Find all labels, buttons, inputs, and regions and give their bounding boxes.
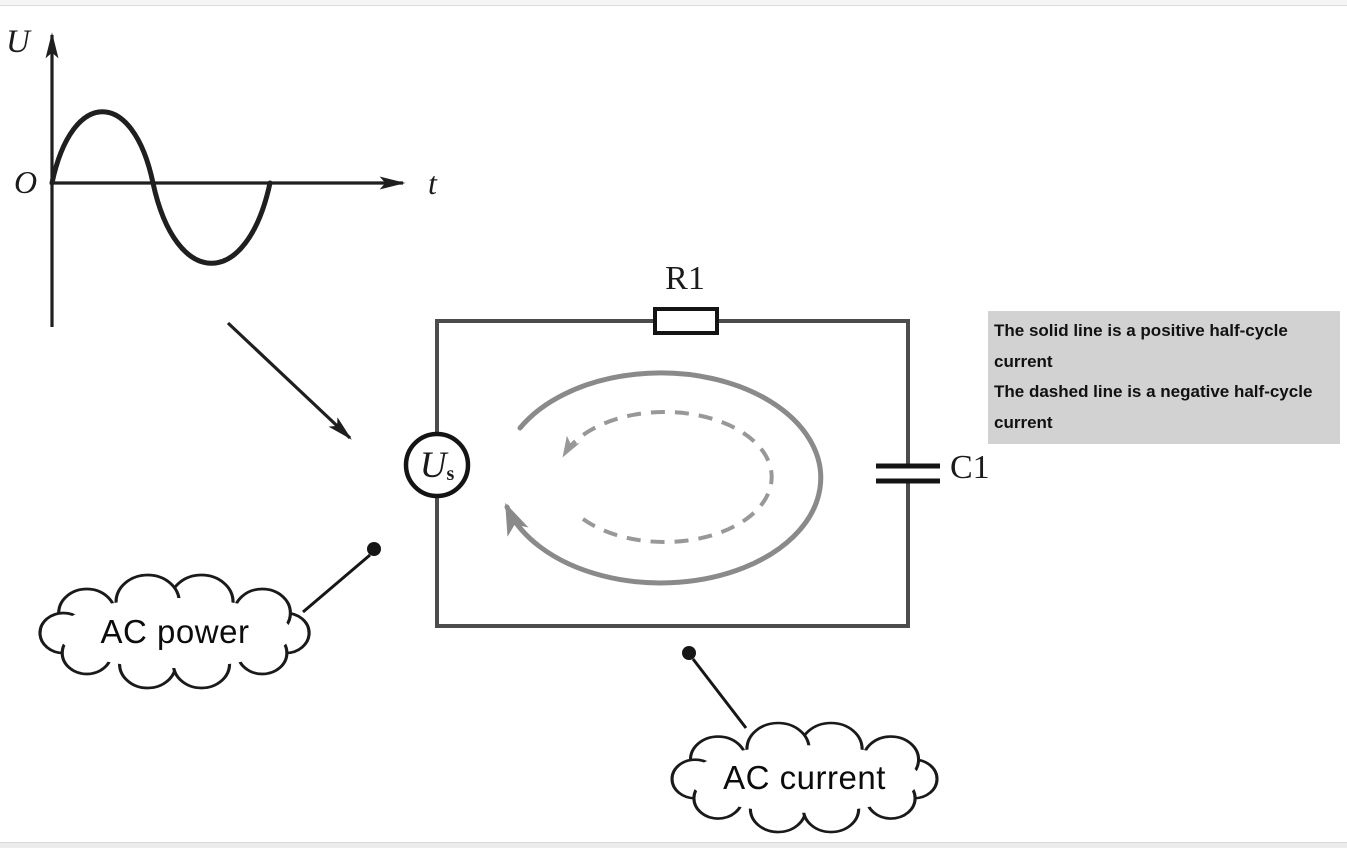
page-top-strip [0, 0, 1347, 6]
current-callout-dot [682, 646, 696, 660]
legend-note-solid: The solid line is a positive half-cycle … [994, 321, 1288, 371]
source-label-subscript: s [446, 463, 455, 485]
legend-note: The solid line is a positive half-cycle … [988, 311, 1340, 444]
sine-curve [49, 109, 273, 266]
capacitor-label: C1 [950, 449, 990, 486]
source-label-main: U [419, 444, 447, 486]
y-axis-label: U [6, 24, 30, 60]
origin-label: O [14, 164, 38, 200]
ac-source-symbol [403, 431, 471, 499]
current-callout-line [691, 658, 748, 729]
x-axis-label: t [428, 165, 437, 201]
legend-note-dashed: The dashed line is a negative half-cycle… [994, 382, 1313, 432]
page-bottom-strip [0, 842, 1347, 848]
power-cloud-caption: AC power [100, 612, 250, 650]
power-callout-dot [367, 542, 381, 556]
resistor-label: R1 [665, 260, 705, 297]
resistor-symbol [653, 307, 719, 335]
dashed-current-loop [562, 410, 774, 545]
waveform-axes [45, 32, 406, 327]
graph-to-source-arrow [226, 321, 352, 440]
solid-current-loop [504, 370, 824, 586]
current-cloud-caption: AC current [723, 758, 886, 796]
power-callout-line [302, 553, 371, 614]
capacitor-symbol [876, 463, 940, 484]
